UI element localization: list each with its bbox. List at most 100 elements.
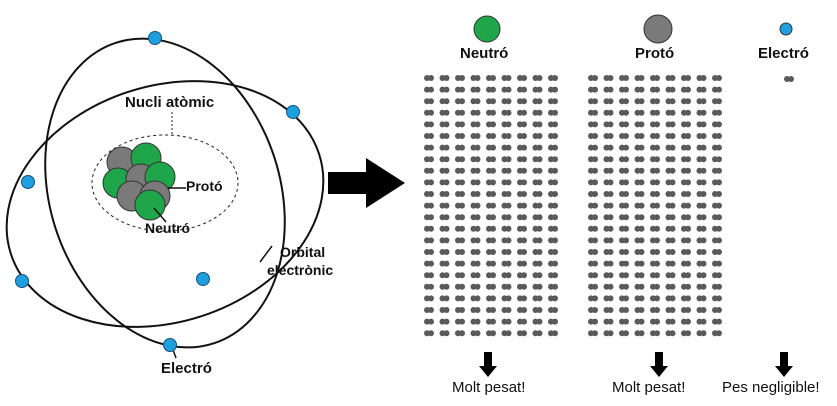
mass-dot	[603, 225, 614, 232]
mass-dot	[681, 109, 691, 116]
mass-dot	[532, 121, 543, 128]
mass-dot	[619, 109, 629, 116]
mass-dot	[455, 191, 465, 197]
mass-dot	[455, 249, 465, 255]
mass-dot	[650, 98, 660, 105]
mass-dot	[619, 98, 629, 105]
mass-dot	[424, 144, 434, 151]
mass-dot	[634, 307, 645, 313]
mass-dot	[470, 260, 481, 267]
mass-dot	[486, 202, 496, 209]
mass-dot	[424, 133, 434, 139]
mass-dot	[696, 86, 707, 93]
mass-dot	[517, 179, 527, 186]
mass-dot	[712, 98, 722, 105]
mass-dot	[501, 272, 512, 279]
mass-dot	[501, 156, 512, 163]
mass-dot	[470, 214, 481, 221]
mass-dot	[470, 75, 481, 81]
mass-dot	[470, 283, 481, 290]
mass-dot	[634, 237, 645, 244]
mass-dot	[486, 249, 496, 255]
mass-dot	[501, 318, 512, 325]
proton-caption: Molt pesat!	[612, 379, 686, 396]
mass-dot	[619, 144, 629, 151]
mass-dot	[681, 330, 691, 337]
mass-dot	[619, 121, 629, 128]
mass-dot	[603, 307, 614, 313]
mass-dot	[634, 330, 645, 337]
mass-dot	[424, 86, 434, 93]
mass-dot	[712, 121, 722, 128]
mass-dot	[712, 295, 722, 302]
mass-dot	[501, 167, 512, 174]
mass-dot	[517, 86, 527, 93]
mass-dot	[517, 214, 527, 221]
mass-dot	[681, 133, 691, 139]
mass-dot	[439, 237, 450, 244]
mass-dot	[470, 237, 481, 244]
electron-dot	[196, 272, 210, 286]
mass-dot	[455, 121, 465, 128]
orbits	[5, 37, 325, 349]
mass-dot	[588, 144, 598, 151]
mass-dot	[634, 272, 645, 279]
mass-dot	[455, 202, 465, 209]
mass-dot	[517, 133, 527, 139]
mass-dot	[486, 98, 496, 105]
mass-dot	[470, 225, 481, 232]
mass-dot	[619, 191, 629, 197]
mass-dot	[603, 260, 614, 267]
mass-dot	[712, 156, 722, 163]
mass-dot	[424, 98, 434, 105]
mass-dot	[439, 86, 450, 93]
mass-dot	[650, 237, 660, 244]
mass-dot	[532, 156, 543, 163]
mass-dot	[650, 249, 660, 255]
mass-dot	[548, 283, 558, 290]
mass-dot	[650, 133, 660, 139]
mass-dot	[665, 133, 676, 139]
mass-dot	[486, 109, 496, 116]
mass-dot	[681, 214, 691, 221]
mass-dot	[548, 191, 558, 197]
proton-header-circle	[643, 14, 673, 44]
mass-dot	[424, 191, 434, 197]
mass-dot	[712, 75, 722, 81]
mass-dot	[696, 156, 707, 163]
electron-header-label: Electró	[758, 45, 809, 62]
mass-dot	[439, 330, 450, 337]
mass-dot	[455, 109, 465, 116]
mass-dot	[650, 86, 660, 93]
mass-dot	[665, 179, 676, 186]
mass-dot	[517, 121, 527, 128]
mass-dot	[532, 307, 543, 313]
orbit-1	[44, 37, 286, 349]
mass-dot	[424, 295, 434, 302]
neutron-label: Neutró	[145, 220, 191, 236]
mass-dot	[619, 156, 629, 163]
mass-dot	[470, 133, 481, 139]
neutron-down-arrow-icon	[479, 352, 497, 377]
mass-dot	[501, 202, 512, 209]
electron-caption: Pes negligible!	[722, 379, 820, 396]
mass-dot	[619, 283, 629, 290]
mass-dot	[588, 98, 598, 105]
mass-dot	[548, 156, 558, 163]
proton-down-arrow-icon	[650, 352, 668, 377]
mass-dot	[532, 330, 543, 337]
mass-dot	[712, 109, 722, 116]
mass-dot	[501, 295, 512, 302]
mass-dot	[665, 214, 676, 221]
mass-dot	[517, 98, 527, 105]
mass-dot	[455, 214, 465, 221]
mass-dot	[517, 144, 527, 151]
mass-dot	[603, 156, 614, 163]
mass-dot	[486, 330, 496, 337]
mass-dot	[619, 225, 629, 232]
mass-dot	[470, 295, 481, 302]
mass-dot	[532, 214, 543, 221]
mass-dot	[424, 260, 434, 267]
mass-dot	[696, 260, 707, 267]
